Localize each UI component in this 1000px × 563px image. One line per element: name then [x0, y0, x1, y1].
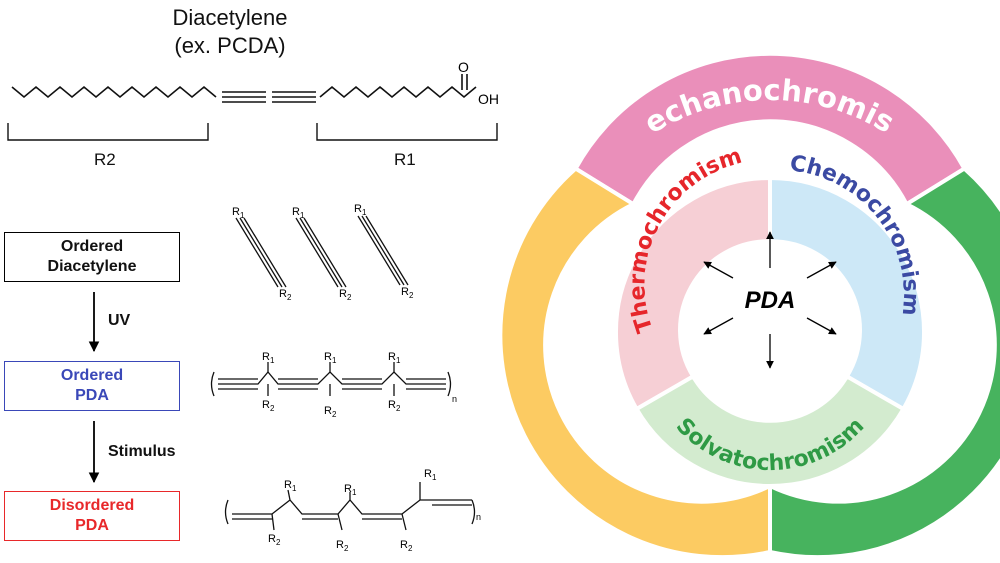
diacetylene-monomers: [235, 215, 409, 288]
hydroxyl-label: OH: [478, 91, 499, 107]
r1-bracket-label: R1: [394, 150, 416, 169]
alkyl-chain-r2: [11, 85, 217, 99]
svg-text:R2: R2: [388, 399, 401, 413]
stimulus-label: Stimulus: [108, 443, 176, 460]
pcda-structure: [11, 74, 477, 103]
box2-line2: PDA: [75, 387, 109, 404]
disordered-pda-chain: [224, 482, 476, 531]
svg-text:R2: R2: [401, 286, 414, 300]
ordered-pda-chain: [210, 362, 452, 397]
svg-text:R1: R1: [292, 206, 305, 220]
svg-text:R2: R2: [262, 399, 275, 413]
svg-text:n: n: [452, 394, 457, 404]
box2-line1: Ordered: [60, 367, 124, 384]
uv-label: UV: [108, 312, 131, 329]
bracket-r2: [7, 123, 209, 141]
ordered-pda-box: Ordered PDA: [4, 361, 180, 411]
box1-line1: Ordered: [60, 238, 124, 255]
svg-text:R1: R1: [424, 468, 437, 482]
center-disc: [683, 243, 857, 417]
svg-text:R2: R2: [400, 539, 413, 553]
r2-bracket-label: R2: [94, 150, 116, 169]
disordered-pda-labels: R1 R2 R1 R2 R1 R2 n: [268, 468, 481, 553]
svg-text:n: n: [476, 512, 481, 522]
segment-gasochromism: [498, 166, 772, 560]
ordered-diacetylene-box: Ordered Diacetylene: [4, 232, 180, 282]
svg-text:R2: R2: [339, 288, 352, 302]
monomer-labels: R1 R2 R1 R2 R1 R2: [232, 203, 414, 302]
box3-line1: Disordered: [49, 497, 135, 514]
segment-mechanochromism: [572, 51, 968, 208]
box3-line2: PDA: [75, 517, 109, 534]
svg-text:R1: R1: [232, 206, 245, 220]
svg-text:R1: R1: [388, 351, 401, 365]
ordered-pda-labels: R1 R2 R1 R2 R1 R2 n: [262, 351, 457, 419]
bracket-r1: [316, 123, 498, 141]
title-line-2: (ex. PCDA): [174, 33, 286, 58]
svg-text:R1: R1: [262, 351, 275, 365]
disordered-pda-box: Disordered PDA: [4, 491, 180, 541]
oxygen-label: O: [458, 59, 469, 75]
alkyl-chain-r1: [319, 85, 477, 99]
segment-solvatochromism: [633, 373, 907, 489]
svg-text:R2: R2: [336, 539, 349, 553]
svg-text:R2: R2: [279, 288, 292, 302]
diacetylene-title: Diacetylene (ex. PCDA): [130, 4, 330, 60]
svg-text:R1: R1: [324, 351, 337, 365]
svg-text:R2: R2: [324, 405, 337, 419]
box1-line2: Diacetylene: [47, 258, 137, 275]
svg-text:R1: R1: [344, 483, 357, 497]
svg-text:R1: R1: [284, 479, 297, 493]
center-label: PDA: [745, 287, 796, 314]
svg-text:R1: R1: [354, 203, 367, 217]
svg-text:R2: R2: [268, 533, 281, 547]
title-line-1: Diacetylene: [172, 5, 288, 30]
center-arrows: [703, 231, 837, 369]
